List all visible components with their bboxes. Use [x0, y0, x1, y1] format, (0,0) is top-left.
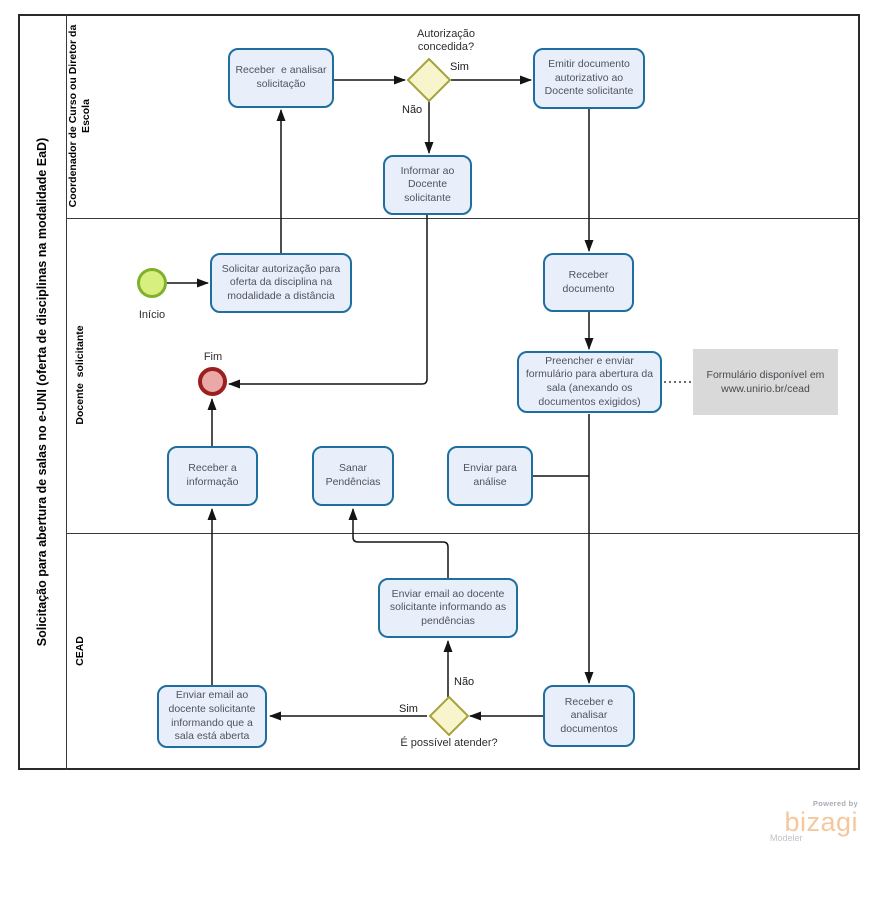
task-receber-e-analisar-solicitacao[interactable]: Receber e analisar solicitação — [228, 48, 334, 108]
gateway2-question-label: É possível atender? — [400, 737, 498, 749]
task-enviar-email-sala-aberta[interactable]: Enviar email ao docente solicitante info… — [157, 685, 267, 748]
task-informar-ao-docente[interactable]: Informar ao Docente solicitante — [383, 155, 472, 215]
flow-informar-to-fim — [228, 215, 428, 389]
gateway2-nao-label: Não — [454, 676, 475, 688]
start-event-label: Início — [138, 309, 166, 321]
pool-border — [18, 14, 860, 770]
end-event[interactable] — [198, 367, 227, 396]
pool-title-divider — [66, 14, 67, 770]
gateway2-sim-label: Sim — [399, 703, 418, 715]
end-event-label: Fim — [203, 351, 223, 363]
task-enviar-email-pendencias[interactable]: Enviar email ao docente solicitante info… — [378, 578, 518, 638]
task-receber-a-informacao[interactable]: Receber a informação — [167, 446, 258, 506]
start-event[interactable] — [137, 268, 167, 298]
lane-divider-2 — [66, 533, 860, 534]
task-preencher-enviar-formulario[interactable]: Preencher e enviar formulário para abert… — [517, 351, 662, 413]
task-solicitar-autorizacao[interactable]: Solicitar autorização para oferta da dis… — [210, 253, 352, 313]
flow-email-pendencias-to-sanar — [348, 508, 449, 578]
task-receber-documento[interactable]: Receber documento — [543, 253, 634, 312]
gateway-e-possivel-atender[interactable] — [428, 695, 470, 737]
modeler-text: Modeler — [770, 833, 803, 844]
bizagi-brand-text: bizagi — [784, 807, 858, 837]
lane-divider-1 — [66, 218, 860, 219]
task-enviar-para-analise[interactable]: Enviar para análise — [447, 446, 533, 506]
powered-by-text: Powered by — [812, 799, 858, 808]
task-sanar-pendencias[interactable]: Sanar Pendências — [312, 446, 394, 506]
task-receber-e-analisar-documentos[interactable]: Receber e analisar documentos — [543, 685, 635, 747]
annotation-formulario: Formulário disponível em www.unirio.br/c… — [693, 349, 838, 415]
gateway1-nao-label: Não — [402, 104, 423, 116]
bizagi-logo: Powered by bizagi Modeler — [768, 799, 858, 843]
task-emitir-documento-autorizativo[interactable]: Emitir documento autorizativo ao Docente… — [533, 48, 645, 109]
gateway1-question-label: Autorização concedida? — [416, 28, 476, 53]
gateway-autorizacao-concedida[interactable] — [406, 57, 452, 103]
gateway1-sim-label: Sim — [450, 61, 469, 73]
